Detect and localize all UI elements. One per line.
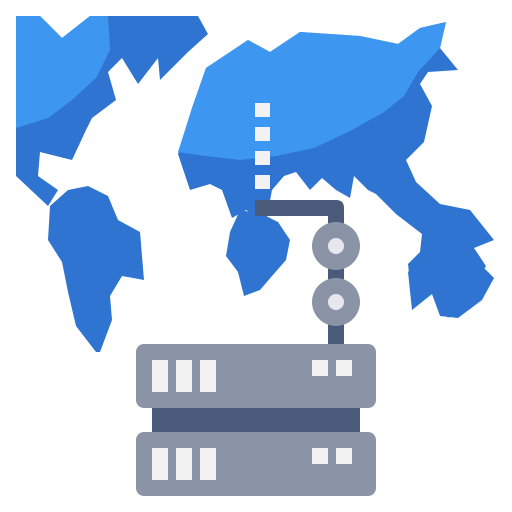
server-top-led-2 [336,360,352,376]
australia-continent [408,240,494,318]
server-bottom-slot-2 [176,448,192,480]
server-top-slot-3 [200,360,216,392]
link-dot-4 [255,175,270,189]
connector-node-lower-hole [328,294,344,310]
africa-continent [226,210,290,296]
server-stack [136,344,376,496]
server-top-led-1 [312,360,328,376]
connector-node-upper-hole [328,238,344,254]
connector-cable [255,200,344,346]
south-america-continent [48,186,144,352]
network-connector [255,103,360,346]
server-bottom-led-2 [336,448,352,464]
link-dot-2 [255,127,270,141]
link-dot-1 [255,103,270,117]
server-bottom-slot-3 [200,448,216,480]
server-top-slot-1 [152,360,168,392]
world-map [16,16,494,352]
server-bottom-slot-1 [152,448,168,480]
arctic-island [128,42,148,60]
link-dot-3 [255,151,270,165]
eurasia-highlight [178,22,446,160]
north-america-highlight [16,16,110,128]
server-bottom-led-1 [312,448,328,464]
server-top-slot-2 [176,360,192,392]
